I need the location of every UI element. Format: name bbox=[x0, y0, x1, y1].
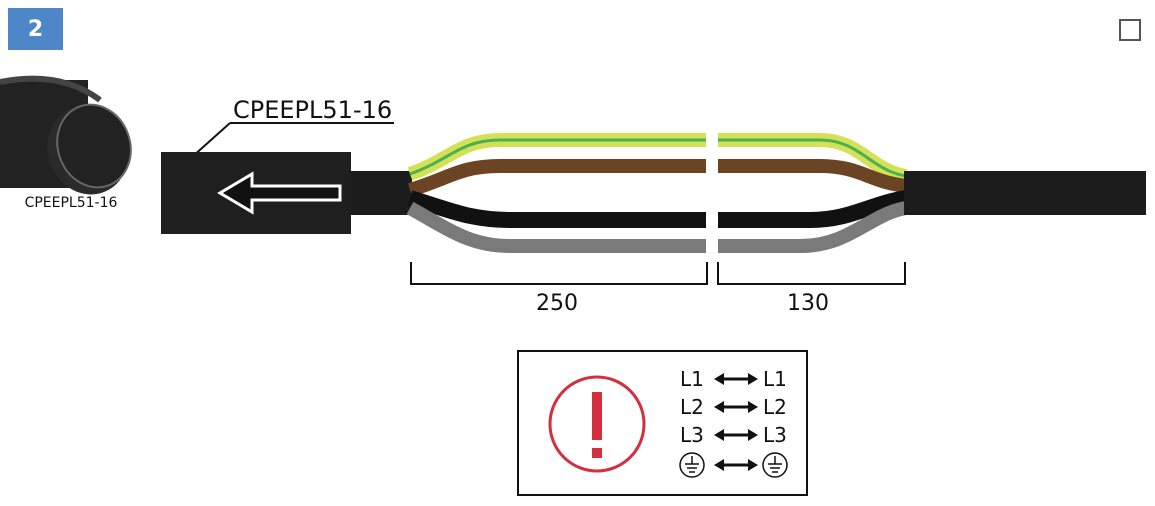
phase-pair-2: L2 L2 bbox=[680, 395, 787, 419]
slide-direction-arrow-icon bbox=[217, 171, 342, 215]
earth-symbol-icon bbox=[679, 452, 705, 478]
phase-left-label: L3 bbox=[680, 423, 704, 447]
phase-pair-3: L3 L3 bbox=[680, 423, 787, 447]
cable-sheath-right bbox=[904, 171, 1146, 215]
sleeve-tube-illustration bbox=[0, 75, 132, 195]
sleeve-part-label: CPEEPL51-16 bbox=[25, 195, 118, 211]
exclamation-circle-icon bbox=[548, 375, 646, 473]
dimension-left-value: 250 bbox=[536, 291, 578, 316]
phase-right-label: L1 bbox=[763, 367, 787, 391]
conductors-right bbox=[718, 133, 908, 253]
step-number-badge: 2 bbox=[8, 8, 63, 50]
double-arrow-icon bbox=[714, 401, 758, 413]
phase-pair-1: L1 L1 bbox=[680, 367, 787, 391]
double-arrow-icon bbox=[714, 373, 758, 385]
phase-right-label: L2 bbox=[763, 395, 787, 419]
conductors-left bbox=[406, 133, 706, 253]
phase-pair-earth bbox=[679, 452, 788, 478]
dimension-right-value: 130 bbox=[787, 291, 829, 316]
dimension-brackets bbox=[410, 262, 906, 285]
phase-left-label: L1 bbox=[680, 367, 704, 391]
step-checkbox[interactable] bbox=[1119, 19, 1141, 41]
phase-right-label: L3 bbox=[763, 423, 787, 447]
phase-left-label: L2 bbox=[680, 395, 704, 419]
double-arrow-icon bbox=[714, 459, 758, 471]
cable-sheath-left bbox=[340, 171, 412, 215]
double-arrow-icon bbox=[714, 429, 758, 441]
sleeve-callout-label: CPEEPL51-16 bbox=[233, 96, 392, 124]
earth-symbol-icon bbox=[762, 452, 788, 478]
